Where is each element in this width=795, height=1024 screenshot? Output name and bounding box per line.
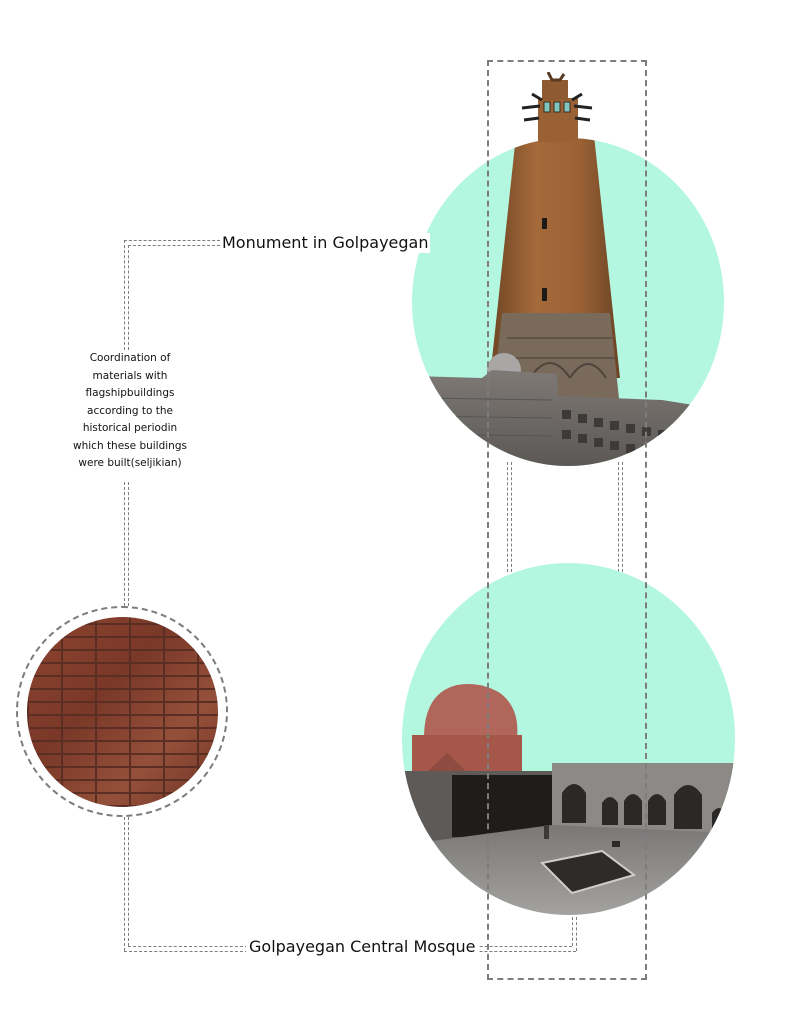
connector-mid-right-2: [622, 462, 623, 572]
connector-mid-left: [507, 462, 508, 572]
connector-note-brick-2: [128, 482, 129, 606]
monument-label: Monument in Golpayegan: [220, 233, 431, 253]
connector-mosque-stub-2: [576, 917, 577, 951]
minaret-circle: [412, 138, 724, 466]
note-line: historical periodin: [82, 422, 178, 434]
note-line: Coordination of: [89, 352, 171, 364]
note-line: were built(seljikian): [78, 457, 182, 469]
minaret-illustration: [412, 138, 724, 466]
note-line: which these buildings: [73, 439, 187, 452]
connector-brick-bottom-2: [128, 817, 129, 946]
connector-bottom-right-2: [455, 951, 576, 952]
mosque-label: Golpayegan Central Mosque: [246, 937, 479, 957]
connector-mid-right: [618, 462, 619, 572]
connector-bottom-horizontal-2: [128, 946, 248, 947]
connector-top-horizontal-2: [128, 245, 220, 246]
note-line: according to the: [87, 404, 173, 417]
brick-texture-circle: [27, 617, 218, 807]
connector-bottom-right: [455, 946, 572, 947]
mosque-illustration: [402, 684, 735, 915]
note-line: flagshipbuildings: [85, 387, 175, 399]
minaret-top-illustration: [521, 72, 593, 142]
connector-bottom-horizontal: [124, 951, 248, 952]
connector-top-vertical: [124, 240, 125, 350]
connector-top-horizontal: [124, 240, 220, 241]
connector-mid-left-2: [511, 462, 512, 572]
column-frame: [487, 60, 647, 980]
connector-brick-bottom: [124, 817, 125, 951]
connector-top-vertical-2: [128, 245, 129, 350]
mosque-circle: [402, 563, 735, 915]
materials-note: Coordination of materials with flagshipb…: [66, 350, 194, 473]
connector-mosque-stub: [572, 917, 573, 946]
connector-note-brick: [124, 482, 125, 606]
note-line: materials with: [92, 369, 168, 382]
